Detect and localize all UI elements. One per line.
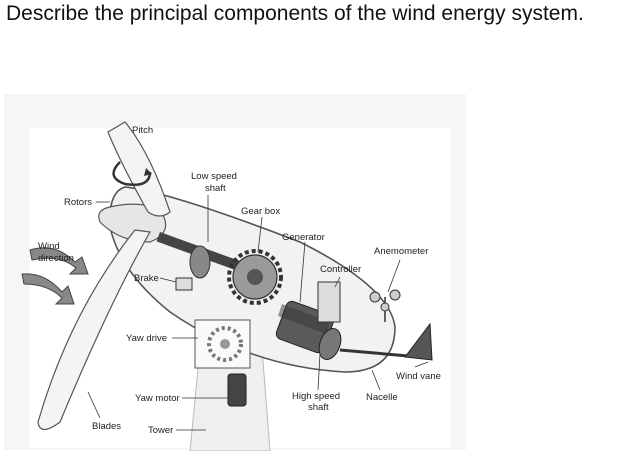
label-high-speed-shaft-line2: shaft: [308, 402, 329, 413]
wind-arrow-bottom: [21, 273, 75, 305]
label-generator: Generator: [282, 232, 325, 243]
wind-vane-leader: [414, 361, 429, 368]
nacelle-leader: [371, 369, 381, 391]
yaw-motor-shape: [227, 373, 247, 407]
label-low-speed-shaft-line1: Low speed: [191, 171, 237, 182]
blade-top: [107, 121, 171, 217]
controller-leader: [334, 276, 341, 288]
label-wind-direction-line2: direction: [38, 253, 74, 264]
label-blades: Blades: [92, 421, 121, 432]
brake-leader: [159, 277, 177, 283]
controller-box: [317, 281, 341, 323]
label-wind-vane: Wind vane: [396, 371, 441, 382]
wind-vane-shape: [404, 322, 433, 361]
label-anemometer: Anemometer: [374, 246, 428, 257]
label-low-speed-shaft-line2: shaft: [205, 183, 226, 194]
anemometer-shape: [369, 289, 401, 322]
yaw-drive-gear-center: [220, 339, 230, 349]
brake-disc: [189, 245, 211, 279]
yaw-drive-gear: [207, 326, 243, 362]
label-yaw-motor: Yaw motor: [135, 393, 180, 404]
label-controller: Controller: [320, 264, 361, 275]
gearbox-gear: [227, 249, 283, 305]
blades-leader: [87, 391, 101, 419]
diagram-canvas: Pitch Low speed shaft Gear box Rotors Ge…: [4, 94, 466, 451]
pitch-arrow-head: [144, 168, 152, 176]
label-tower: Tower: [148, 425, 173, 436]
blade-bottom: [37, 229, 151, 431]
label-gear-box: Gear box: [241, 206, 280, 217]
wind-arrow-top: [29, 247, 89, 275]
label-yaw-drive: Yaw drive: [126, 333, 167, 344]
label-wind-direction-line1: Wind: [38, 241, 60, 252]
label-pitch: Pitch: [132, 125, 153, 136]
label-rotors: Rotors: [64, 197, 92, 208]
label-high-speed-shaft-line1: High speed: [292, 391, 340, 402]
high-speed-shaft-leader: [317, 353, 321, 391]
gear-box-leader: [257, 216, 263, 253]
wind-turbine-diagram: Pitch Low speed shaft Gear box Rotors Ge…: [0, 92, 470, 451]
brake-caliper: [175, 277, 193, 291]
label-brake: Brake: [134, 273, 159, 284]
generator-leader: [299, 241, 306, 303]
anemometer-leader: [387, 259, 401, 293]
question-heading: Describe the principal components of the…: [6, 2, 584, 25]
label-nacelle: Nacelle: [366, 392, 398, 403]
pitch-arrow: [112, 161, 152, 186]
